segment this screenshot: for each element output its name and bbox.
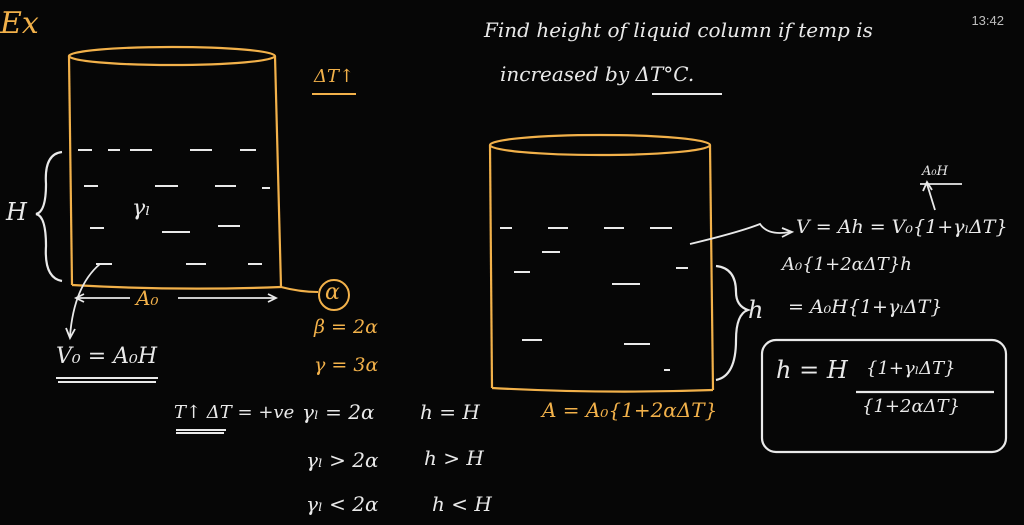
expanded-area-term: A₀{1+2αΔT}h [782, 254, 912, 275]
area-arrow-left [65, 263, 279, 341]
height-label-left: H [6, 198, 27, 226]
problem-line-1: Find height of liquid column if temp is [484, 18, 873, 42]
alpha-label: α [325, 280, 340, 305]
alpha-callout [280, 279, 350, 311]
height-brace-right [715, 264, 752, 382]
volume-label: V₀ = A₀H [56, 344, 158, 369]
pointer-arrows [689, 180, 962, 245]
height-brace-left [35, 150, 63, 283]
left-container [67, 45, 283, 290]
case-result: h = H [420, 400, 480, 424]
delta-t-label: ΔT↑ [314, 66, 355, 87]
right-liquid-dashes [500, 227, 688, 371]
v0-annotation: A₀H [922, 164, 948, 179]
case-condition: γₗ > 2α [306, 448, 379, 472]
gamma-relation: γ = 3α [314, 354, 379, 376]
right-container [488, 133, 715, 393]
case-result: h > H [424, 446, 484, 470]
gamma-label: γₗ [132, 196, 151, 221]
result-denominator: {1+2αΔT} [862, 396, 961, 417]
problem-line-2: increased by ΔT°C. [500, 62, 695, 86]
area-label-right: A = A₀{1+2αΔT} [542, 398, 718, 422]
result-numerator: {1+γₗΔT} [866, 358, 956, 379]
case-condition: γₗ = 2α [302, 400, 375, 424]
equated-volume: = A₀H{1+γₗΔT} [788, 296, 943, 318]
left-liquid-dashes [78, 149, 270, 265]
corner-label: Ex [0, 6, 39, 41]
case-result: h < H [432, 492, 492, 516]
underlines [56, 93, 722, 434]
clock-readout: 13:42 [971, 13, 1004, 28]
volume-equation: V = Ah = V₀{1+γₗΔT} [796, 216, 1008, 238]
result-lhs: h = H [776, 356, 848, 384]
beta-relation: β = 2α [314, 316, 378, 338]
height-label-right: h [748, 296, 764, 324]
result-box [760, 338, 1008, 454]
case-condition: γₗ < 2α [306, 492, 379, 516]
area-label-left: A₀ [136, 286, 159, 310]
cases-intro: T↑ ΔT = +ve [174, 402, 295, 423]
